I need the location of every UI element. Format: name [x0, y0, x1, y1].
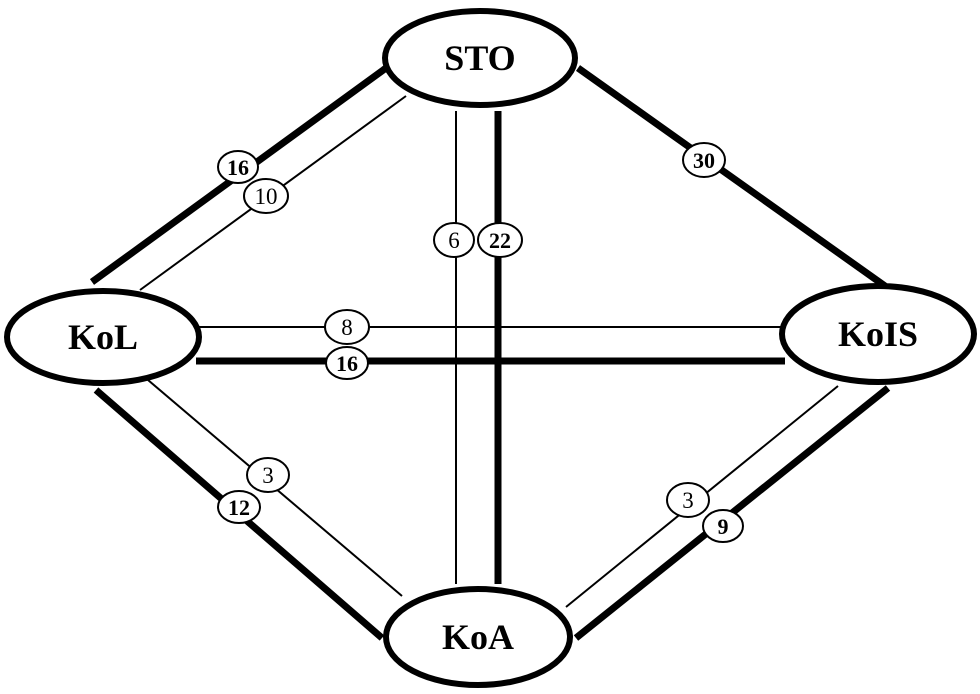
- badge-label: 12: [228, 495, 250, 520]
- badge-label: 30: [693, 148, 715, 173]
- badge-label: 3: [682, 488, 694, 513]
- badge-sto-koa-thin: 6: [433, 222, 475, 258]
- badge-sto-kois-thick: 30: [682, 142, 726, 178]
- badge-sto-kol-thin: 10: [243, 178, 289, 214]
- badge-label: 10: [255, 184, 278, 209]
- badge-label: 8: [341, 315, 353, 340]
- node-kol: KoL: [4, 288, 202, 386]
- badge-label: 16: [227, 155, 249, 180]
- badge-koa-kois-thin: 3: [666, 482, 710, 518]
- node-kois: KoIS: [779, 283, 977, 385]
- badge-kol-koa-thin: 3: [246, 457, 290, 493]
- node-kol-label: KoL: [68, 317, 138, 357]
- badge-kol-koa-thick: 12: [217, 490, 261, 524]
- badge-label: 6: [448, 228, 460, 253]
- badge-kol-kois-thick: 16: [325, 346, 369, 380]
- node-kois-label: KoIS: [838, 314, 918, 354]
- badge-koa-kois-thick: 9: [702, 509, 744, 543]
- badge-label: 3: [262, 463, 274, 488]
- badge-sto-kol-thick: 16: [217, 150, 259, 184]
- node-sto: STO: [382, 8, 578, 108]
- node-kol-shape: [4, 288, 202, 386]
- edge-sto-kois-thick: [575, 65, 888, 289]
- node-koa: KoA: [383, 586, 573, 688]
- node-koa-shape: [383, 586, 573, 688]
- edges: [89, 65, 891, 641]
- badge-sto-koa-thick: 22: [477, 222, 523, 258]
- node-kois-shape: [779, 283, 977, 385]
- node-sto-shape: [382, 8, 578, 108]
- badge-label: 22: [489, 228, 511, 253]
- node-koa-label: KoA: [442, 617, 514, 657]
- badge-label: 9: [718, 514, 729, 539]
- badge-kol-kois-thin: 8: [324, 309, 370, 345]
- node-sto-label: STO: [444, 38, 515, 78]
- badge-label: 16: [336, 351, 358, 376]
